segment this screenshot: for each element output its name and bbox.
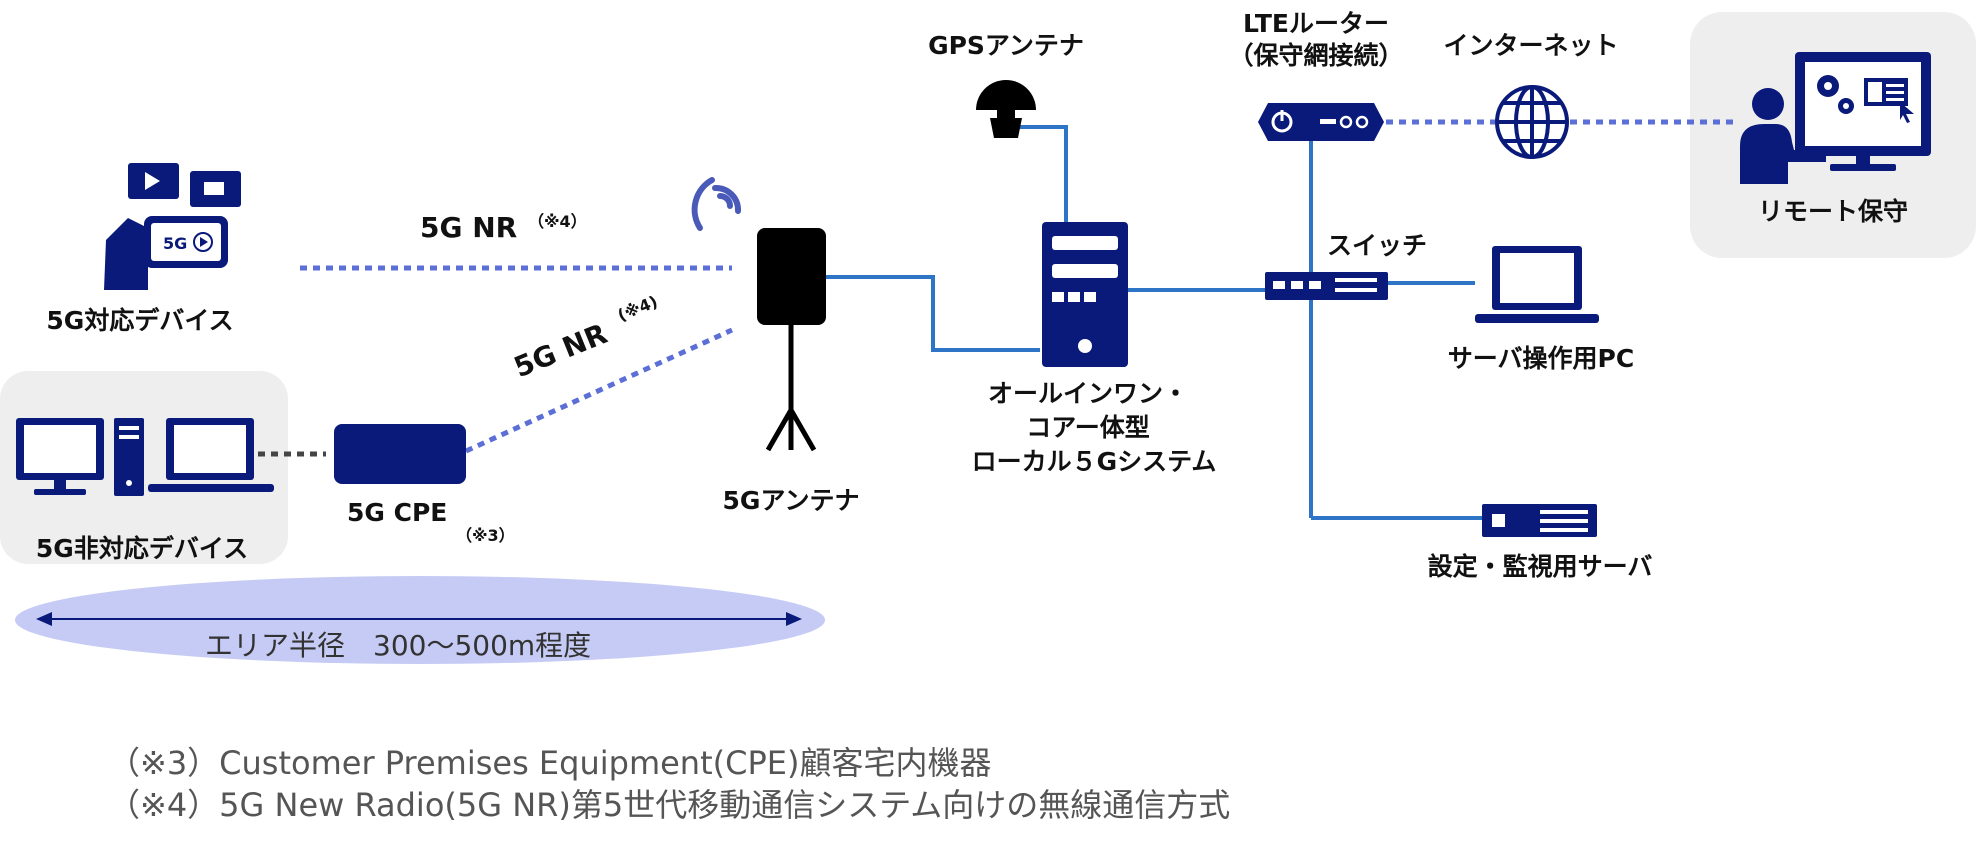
non5g-devices-label: 5G非対応デバイス xyxy=(35,534,249,563)
antenna-5g-label: 5Gアンテナ xyxy=(722,486,860,515)
server-pc-laptop-icon xyxy=(1475,246,1599,323)
server-pc-label: サーバ操作用PC xyxy=(1447,344,1635,373)
antenna-5g-icon xyxy=(691,177,826,452)
desktop-monitor-icon xyxy=(16,418,104,495)
core-system-label-3: ローカル５Gシステム xyxy=(971,447,1217,476)
footnote-5g-nr: （※4）5G New Radio(5G NR)第5世代移動通信システム向けの無線… xyxy=(108,786,1231,824)
remote-operator-icon xyxy=(1740,52,1931,184)
smartphone-hand-icon xyxy=(104,163,241,290)
lte-router-label-1: LTEルーター xyxy=(1243,9,1389,38)
device-5g-label: 5G対応デバイス xyxy=(46,306,234,335)
router-icon xyxy=(1258,103,1384,141)
switch-icon xyxy=(1265,272,1388,300)
footnote-cpe: （※3）Customer Premises Equipment(CPE)顧客宅内… xyxy=(108,744,992,782)
pc-tower-icon xyxy=(114,418,144,496)
internet-label: インターネット xyxy=(1443,31,1619,60)
globe-icon xyxy=(1495,85,1569,159)
laptop-icon xyxy=(148,418,274,492)
phone-badge-text: 5G xyxy=(163,234,187,253)
remote-maintenance-label: リモート保守 xyxy=(1757,197,1909,226)
switch-label: スイッチ xyxy=(1326,231,1428,260)
nr-link-lower xyxy=(464,327,734,454)
wireless-and-dotted-links xyxy=(258,119,1738,457)
gps-antenna-label: GPSアンテナ xyxy=(928,31,1084,60)
cpe-box-icon xyxy=(334,424,466,484)
monitor-server-label: 設定・監視用サーバ xyxy=(1427,552,1653,581)
nr-upper-label: 5G NR xyxy=(420,211,518,244)
wired-connections xyxy=(826,125,1482,520)
core-system-label-1: オールインワン・ xyxy=(987,379,1189,408)
gps-antenna-icon xyxy=(976,80,1036,138)
cpe-label: 5G CPE xyxy=(347,498,448,527)
nr-upper-note: （※4） xyxy=(528,212,587,231)
lte-router-label-2: （保守網接続） xyxy=(1228,41,1404,70)
rack-server-icon xyxy=(1482,504,1597,537)
area-arrow xyxy=(36,612,802,626)
core-system-label-2: コアー体型 xyxy=(1026,413,1150,442)
cpe-note: （※3） xyxy=(456,526,515,545)
server-tower-icon xyxy=(1042,222,1128,367)
area-radius-label: エリア半径 300～500m程度 xyxy=(205,629,592,662)
